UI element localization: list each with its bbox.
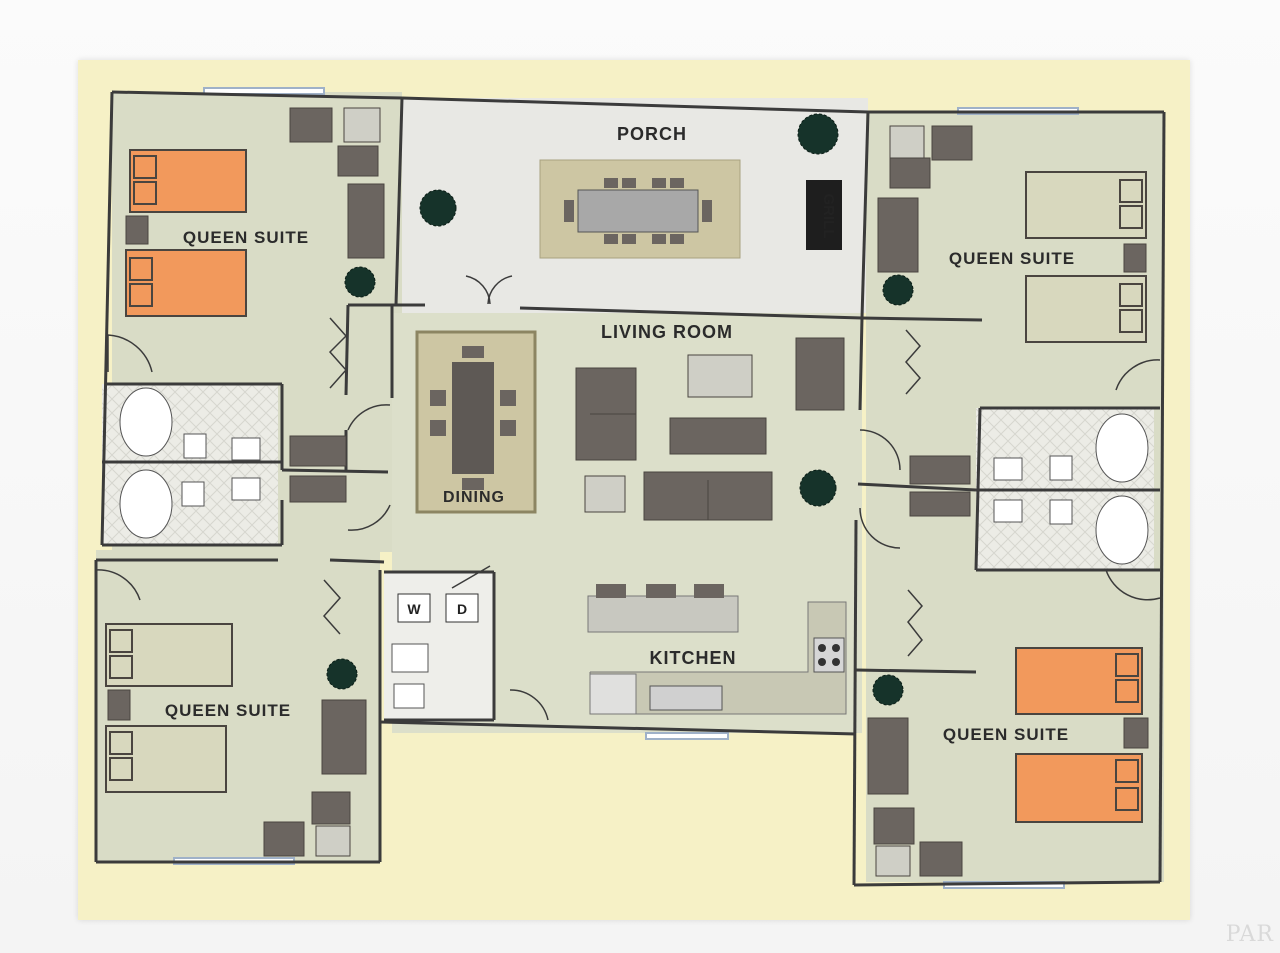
laundry-toilet-icon: [393, 683, 425, 709]
bathroom-fixtures: [119, 387, 1149, 565]
living-room-furniture: [575, 337, 845, 521]
grill-label: GRILL: [820, 194, 837, 239]
grill-icon: GRILL: [806, 180, 842, 250]
queen-suite-top-left-label: QUEEN SUITE: [183, 228, 309, 247]
plants: [326, 113, 914, 706]
door-swings: [95, 275, 1161, 721]
laundry-sink-icon: [391, 643, 429, 673]
dryer-icon: [445, 593, 479, 623]
queen-suite-bottom-right-label: QUEEN SUITE: [943, 725, 1069, 744]
living-room-label: LIVING ROOM: [601, 322, 733, 342]
queen-suite-bottom-left-label: QUEEN SUITE: [165, 701, 291, 720]
laundry-machines: W D: [391, 593, 479, 709]
washer-label: W: [407, 601, 421, 617]
dining-label: DINING: [443, 489, 505, 506]
queen-suite-top-right-label: QUEEN SUITE: [949, 249, 1075, 268]
room-labels: PORCH LIVING ROOM DINING KITCHEN QUEEN S…: [165, 124, 1075, 744]
dryer-label: D: [457, 601, 467, 617]
dining-table: [430, 346, 516, 490]
bedroom-furniture: [107, 107, 1149, 877]
watermark: PAR: [1225, 922, 1274, 947]
walls: [94, 90, 1166, 887]
porch-label: PORCH: [617, 124, 687, 144]
beds: [105, 149, 1147, 823]
kitchen-fixtures: [587, 584, 847, 715]
washer-icon: [397, 593, 431, 623]
kitchen-label: KITCHEN: [650, 648, 737, 668]
porch-table: [564, 178, 712, 244]
